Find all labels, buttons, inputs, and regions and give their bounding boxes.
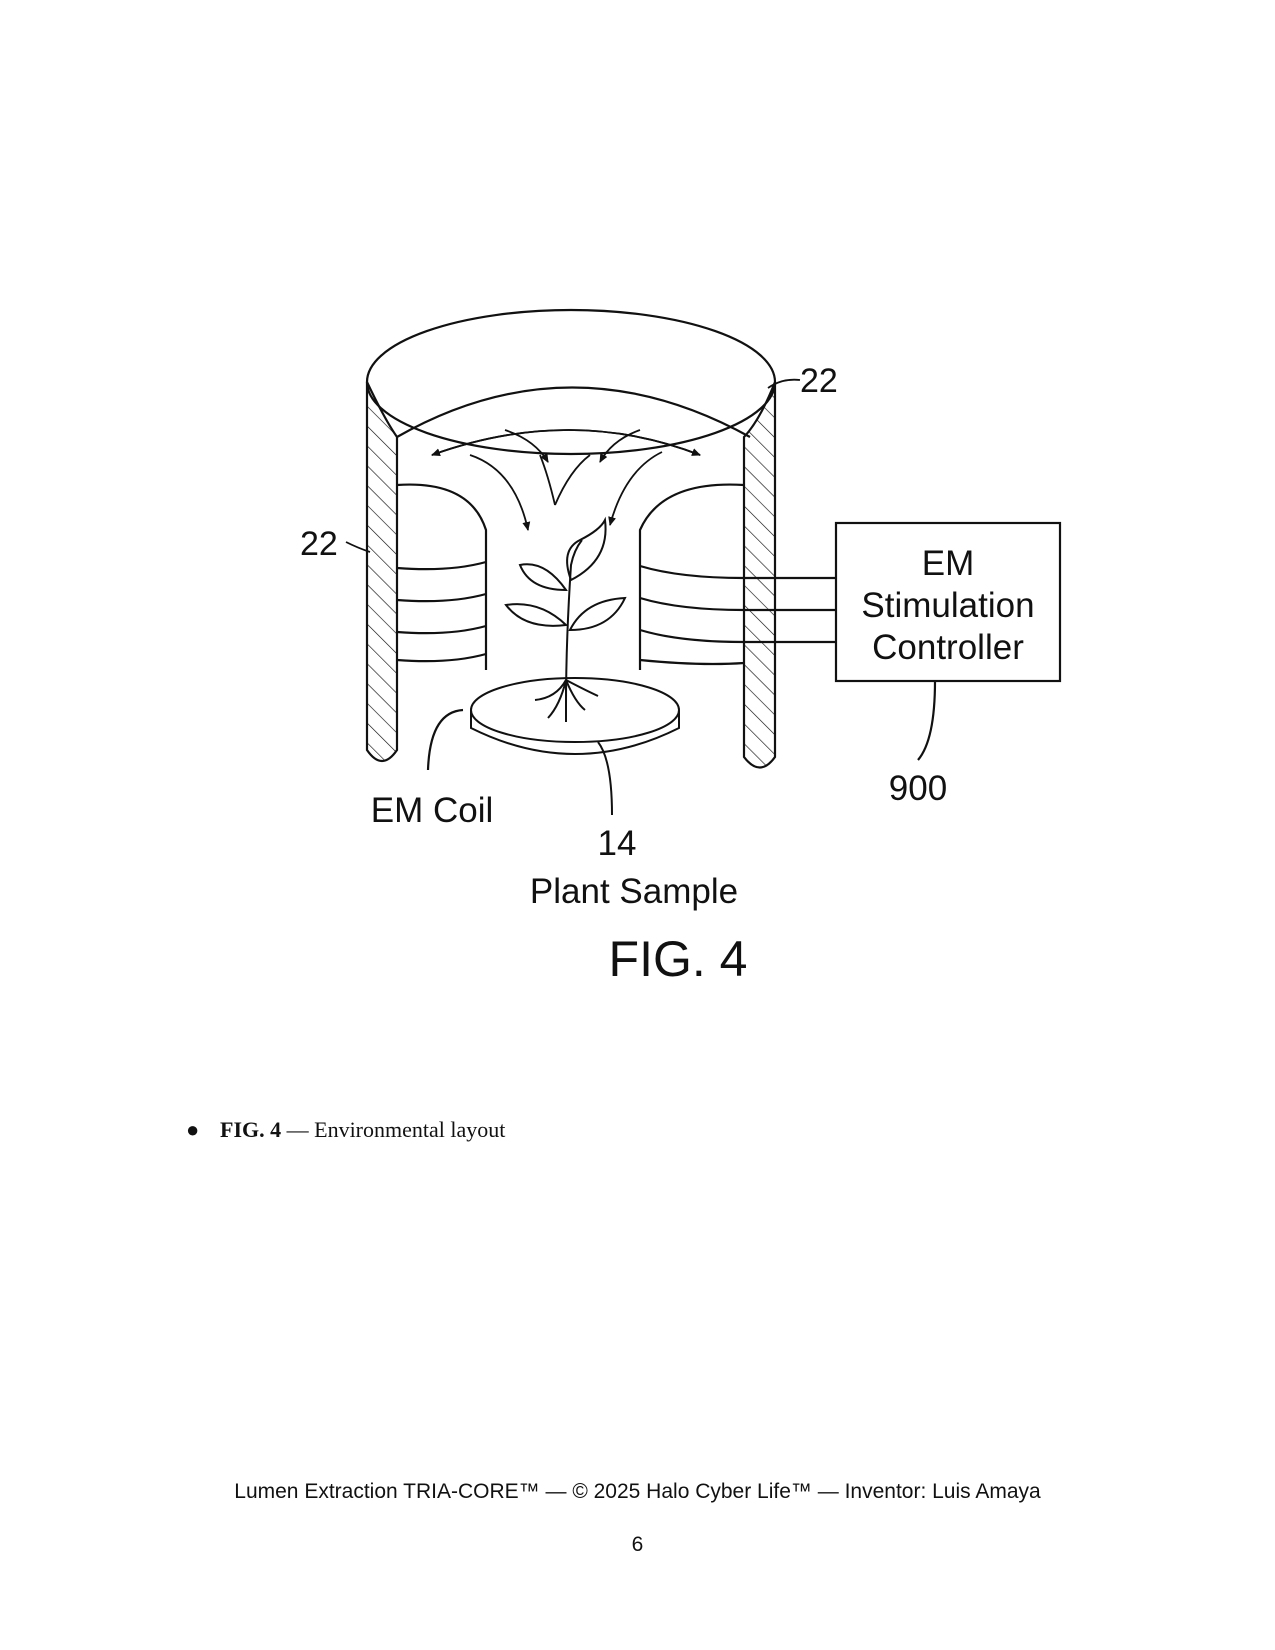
plant-sample-label: Plant Sample xyxy=(530,872,738,911)
chamber-right-wall xyxy=(742,381,777,769)
controller-assembly xyxy=(834,521,1062,761)
ref-numeral-14: 14 xyxy=(598,824,637,863)
controller-label-line-1: EM xyxy=(922,544,975,583)
chamber-left-wall xyxy=(365,381,399,763)
ref-numeral-22-top: 22 xyxy=(800,362,838,400)
ref-numeral-22-left: 22 xyxy=(300,525,338,563)
plant-leaf-top xyxy=(566,516,607,582)
plant-leaf-right xyxy=(568,596,627,632)
figure-title: FIG. 4 xyxy=(609,931,748,987)
controller-label-line-3: Controller xyxy=(872,628,1024,667)
plant-leaf-left-upper xyxy=(518,563,568,592)
em-coil-label: EM Coil xyxy=(371,791,494,830)
controller-leader xyxy=(917,680,937,761)
chamber-top-rim xyxy=(365,308,777,456)
caption-fig-ref: FIG. 4 xyxy=(220,1117,282,1142)
plant-sample-illustration xyxy=(470,516,680,816)
plant-leaf-left-lower xyxy=(504,603,569,627)
controller-label-line-2: Stimulation xyxy=(861,586,1034,625)
field-arrows xyxy=(431,429,701,531)
sample-dish xyxy=(470,677,680,743)
chamber-inner-opening xyxy=(396,386,751,438)
page-footer: Lumen Extraction TRIA-CORE™ — © 2025 Hal… xyxy=(234,1480,1041,1503)
ref-numeral-900: 900 xyxy=(889,769,947,808)
reference-leaders xyxy=(345,378,801,553)
controller-box xyxy=(834,521,1062,683)
bullet-marker: ● xyxy=(186,1117,200,1142)
em-coil-windings xyxy=(396,483,836,771)
page-number: 6 xyxy=(631,1533,644,1556)
chamber xyxy=(365,308,777,769)
caption-text: — Environmental layout xyxy=(286,1117,506,1142)
fig4-diagram: 22 22 EM Stimulation Controller 900 EM C… xyxy=(300,308,1062,987)
figure-caption-list-item: ● FIG. 4 — Environmental layout xyxy=(186,1117,505,1143)
